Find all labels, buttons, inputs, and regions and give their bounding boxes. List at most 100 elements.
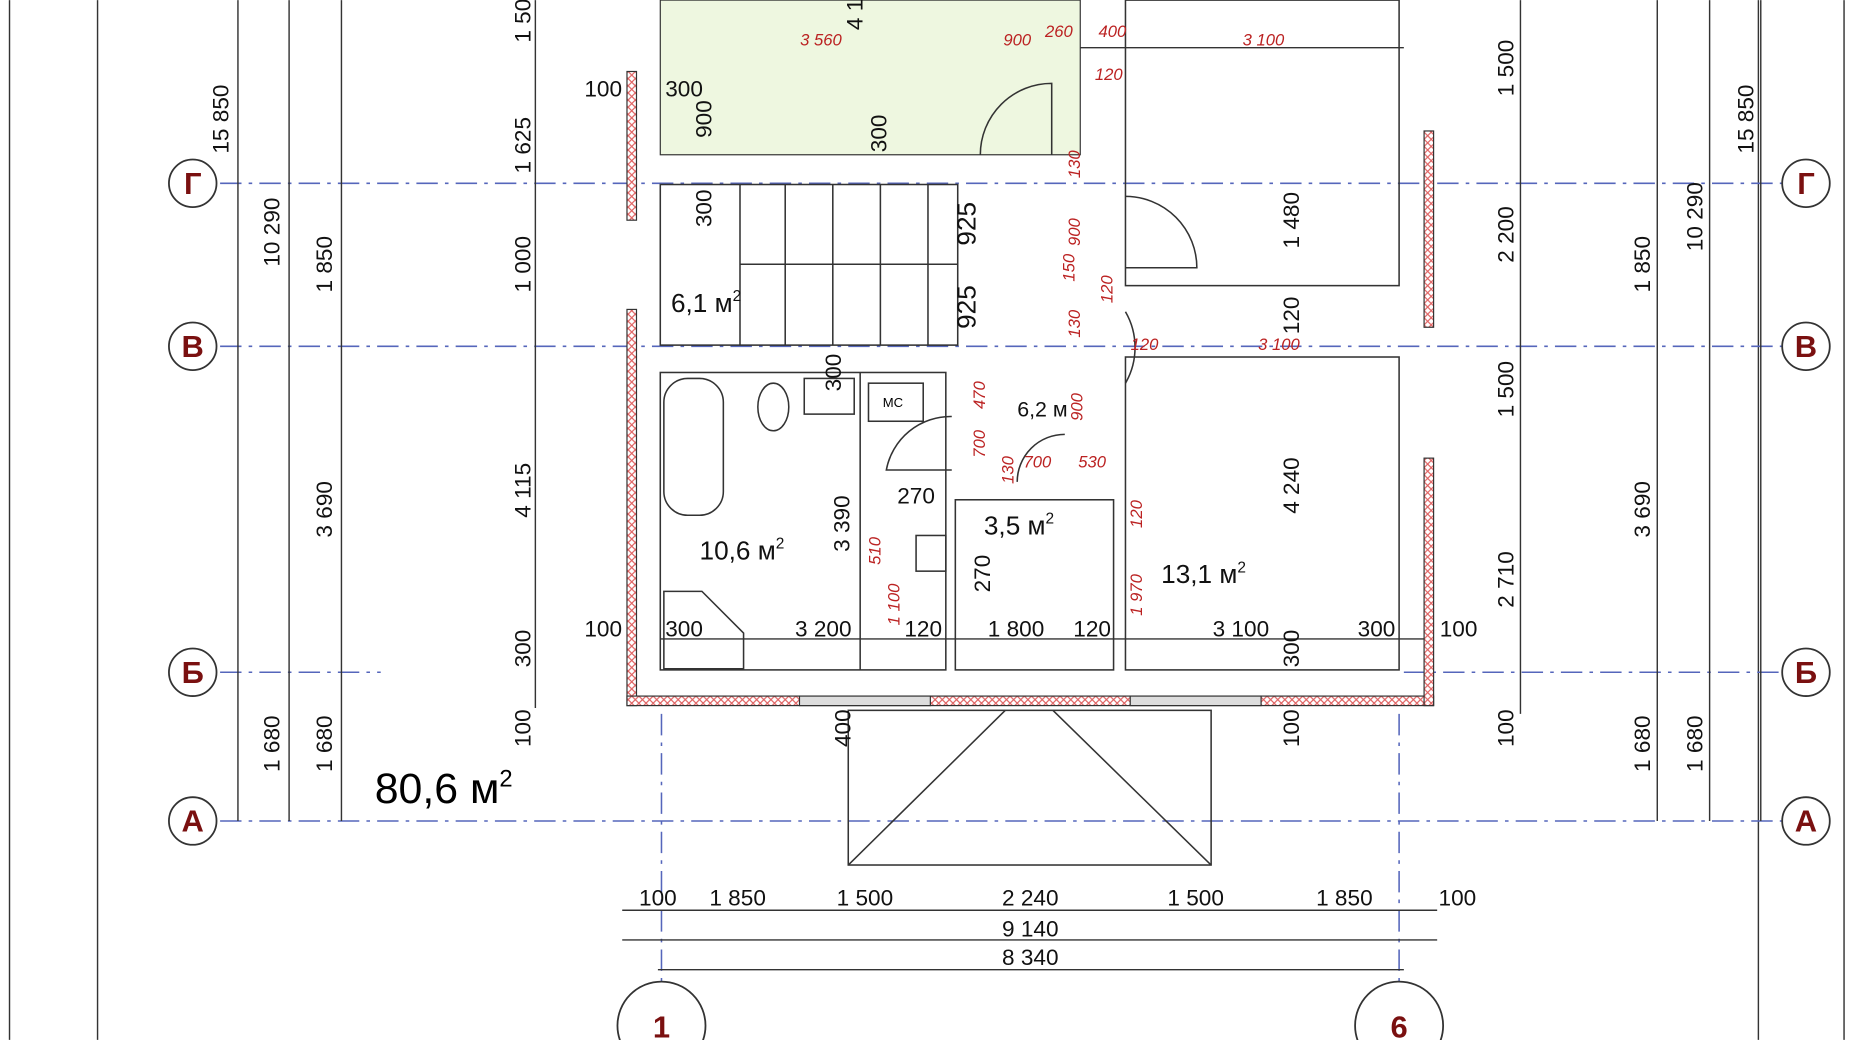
axis-label-a-left: А: [182, 804, 204, 839]
dimension-label: 100: [1440, 617, 1478, 642]
dimension-labels: 15 850 10 290 1 680 1 850 3 690 1 680 1 500 1 6…: [208, 0, 1758, 970]
dimension-label: 100: [584, 76, 622, 101]
dimension-label: 3 560: [800, 30, 842, 49]
dimension-label: 1 680: [1630, 715, 1655, 772]
dimension-label: 1 500: [511, 0, 536, 43]
dimension-label: 1 500: [1167, 885, 1224, 910]
dimension-label: 260: [1044, 22, 1074, 41]
axis-label-b-right: Б: [1795, 655, 1817, 690]
dimension-label: 120: [1073, 617, 1111, 642]
dimension-label: 270: [970, 555, 995, 593]
dimension-label: 1 680: [312, 715, 337, 772]
dimension-label: 470: [970, 380, 989, 409]
dimension-label: 510: [865, 536, 884, 565]
dimension-label: 120: [1131, 335, 1160, 354]
dimension-label: 1 800: [988, 617, 1045, 642]
dimension-label: 10 290: [260, 198, 285, 267]
room-area: 13,1 м2: [1161, 559, 1246, 589]
dimension-label: 300: [511, 630, 536, 668]
dimension-label: 925: [952, 285, 982, 329]
dimension-label: 8 340: [1002, 945, 1059, 970]
dimension-label: 300: [665, 617, 703, 642]
dimension-label: 900: [1068, 392, 1087, 421]
dimension-label: 4 1: [843, 0, 868, 30]
dimension-label: 3 390: [829, 495, 854, 552]
dimension-label: 300: [866, 114, 891, 152]
dimension-label: 2 240: [1002, 885, 1059, 910]
dimension-label: 300: [1358, 617, 1396, 642]
axis-label-v-left: В: [182, 329, 204, 364]
dimension-label: 700: [1024, 453, 1053, 472]
dimension-label: 3 200: [795, 617, 852, 642]
dimension-label: 300: [691, 189, 716, 227]
dimension-label: 3 100: [1258, 335, 1300, 354]
dimension-label: 1 480: [1279, 192, 1304, 249]
dimension-label: 2 200: [1493, 206, 1518, 263]
dimension-label: 100: [1279, 709, 1304, 747]
dimension-label: 130: [1065, 309, 1084, 338]
dimension-label: 100: [1493, 709, 1518, 747]
axis-bubbles: [168, 158, 1831, 1040]
dimension-label: 100: [1439, 885, 1477, 910]
dimension-label: 1 850: [1316, 885, 1373, 910]
dimension-label: 120: [1095, 65, 1124, 84]
dimension-label: 700: [970, 429, 989, 458]
dimension-label: 900: [1003, 30, 1032, 49]
dimension-label: 120: [1097, 275, 1116, 304]
axis-label-a-right: А: [1795, 804, 1817, 839]
axis-label-1: 1: [653, 1010, 670, 1040]
dimension-label: 1 970: [1127, 573, 1146, 615]
dimension-label: 3 690: [1630, 481, 1655, 538]
dimension-label: 15 850: [208, 85, 233, 154]
axis-label-g-left: Г: [184, 166, 202, 201]
dimension-label: 300: [821, 354, 846, 392]
dimension-label: 3 100: [1213, 617, 1270, 642]
room-area: 6,2 м: [1017, 397, 1067, 421]
dimension-label: 530: [1078, 453, 1107, 472]
dimension-label: 1 500: [1493, 361, 1518, 418]
dimension-label: 925: [952, 202, 982, 246]
room-area: 6,1 м2: [671, 288, 741, 318]
building-walls: [626, 0, 1435, 866]
dimension-label: 100: [639, 885, 677, 910]
dimension-label: 1 500: [1493, 40, 1518, 97]
dimension-label: 150: [1059, 253, 1078, 282]
dimension-label: 1 850: [709, 885, 766, 910]
dimension-label: 120: [1127, 499, 1146, 528]
dimension-label: 4 240: [1279, 457, 1304, 514]
room-area: 10,6 м2: [700, 535, 785, 565]
axis-label-g-right: Г: [1797, 166, 1815, 201]
dimension-label: 120: [1279, 297, 1304, 335]
dimension-label: 900: [691, 100, 716, 138]
dimension-label: 2 710: [1493, 551, 1518, 608]
dimension-label: 400: [831, 709, 856, 747]
axis-label-6: 6: [1390, 1010, 1407, 1040]
dimension-label: 130: [999, 455, 1018, 484]
dimension-label: 1 000: [511, 236, 536, 293]
dimension-label: 10 290: [1682, 182, 1707, 251]
dimension-label: 100: [584, 617, 622, 642]
dimension-label: 130: [1065, 150, 1084, 179]
dimension-label: 300: [665, 76, 703, 101]
dimension-label: 100: [511, 709, 536, 747]
dimension-label: 3 690: [312, 481, 337, 538]
dimension-label: 15 850: [1734, 85, 1759, 154]
dimension-label: 1 625: [511, 117, 536, 174]
total-area: 80,6 м2: [375, 765, 513, 813]
dimension-lines: [237, 0, 1762, 971]
dimension-label: 9 140: [1002, 916, 1059, 941]
sheet-frame: [8, 0, 1845, 1040]
dimension-label: 3 100: [1243, 30, 1285, 49]
dimension-label: 1 680: [260, 715, 285, 772]
axis-label-b-left: Б: [182, 655, 204, 690]
dimension-label: 270: [897, 483, 935, 508]
dimension-label: 1 850: [1630, 236, 1655, 293]
dimension-label: 400: [1098, 22, 1127, 41]
dimension-label: 300: [1279, 630, 1304, 668]
dimension-label: 120: [904, 617, 942, 642]
dimension-label: 900: [1065, 217, 1084, 246]
dimension-label: 1 850: [312, 236, 337, 293]
room-area: 3,5 м2: [984, 510, 1054, 540]
dimension-label: 1 680: [1682, 715, 1707, 772]
